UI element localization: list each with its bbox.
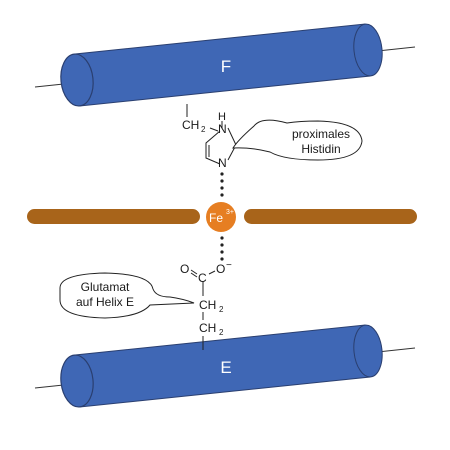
helix-f-label: F (221, 57, 231, 76)
helix-e: E (60, 324, 383, 408)
histidine-callout-line2: Histidin (301, 142, 340, 156)
his-ch2-sub: 2 (201, 125, 206, 134)
his-n-bottom: N (218, 156, 227, 170)
helix-f: F (60, 23, 383, 107)
coordination-dots-upper (220, 172, 224, 197)
glu-o-minus: O (216, 262, 225, 276)
histidine-callout: proximales Histidin (232, 119, 363, 161)
coordination-dots-lower (220, 236, 224, 261)
glu-ch2-a: CH (199, 298, 216, 312)
histidine-callout-line1: proximales (292, 127, 350, 141)
glu-minus: − (226, 260, 232, 271)
glutamate-structure (190, 269, 216, 350)
his-ch2: CH (182, 118, 199, 132)
iron-charge: 3+ (226, 209, 234, 216)
glu-c: C (198, 271, 207, 285)
glutamate-callout-line1: Glutamat (81, 280, 130, 294)
glu-ch2-a-sub: 2 (219, 305, 224, 314)
iron-atom: Fe 3+ (206, 202, 236, 232)
his-n-top: N (218, 122, 227, 136)
his-h: H (218, 111, 226, 123)
heme-bar-left (27, 209, 200, 224)
glutamate-callout-line2: auf Helix E (76, 295, 134, 309)
glu-ch2-b-sub: 2 (219, 328, 224, 337)
iron-symbol: Fe (209, 211, 223, 225)
glu-o: O (180, 262, 189, 276)
histidine-structure (186, 104, 237, 165)
helix-e-label: E (220, 358, 231, 377)
glutamate-callout: Glutamat auf Helix E (59, 272, 195, 319)
glu-ch2-b: CH (199, 321, 216, 335)
heme-bar-right (244, 209, 417, 224)
